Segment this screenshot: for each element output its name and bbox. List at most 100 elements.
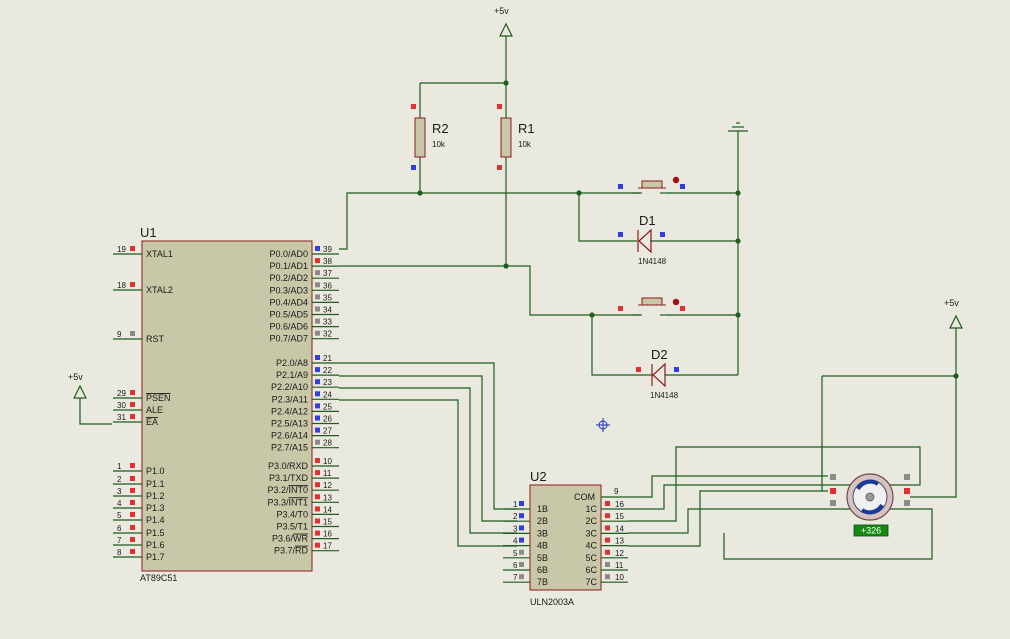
resistor-r1[interactable]: R1 10k — [497, 104, 535, 170]
pin-name: P3.6/WR — [272, 534, 309, 544]
u2-pin-2[interactable]: 2B2 — [503, 512, 548, 526]
u2-pin-6[interactable]: 6B6 — [503, 561, 548, 575]
u1-pin-3[interactable]: P1.23 — [113, 487, 165, 501]
pin-number: 30 — [117, 401, 126, 410]
u1-pin-2[interactable]: P1.12 — [113, 475, 165, 489]
pin-number: 32 — [323, 330, 332, 339]
diode-d2[interactable]: D2 1N4148 — [636, 347, 679, 400]
pin-name: 7B — [537, 577, 548, 587]
pin-number: 39 — [323, 245, 332, 254]
u1-pin-5[interactable]: P1.45 — [113, 511, 165, 525]
pin-number: 18 — [117, 281, 126, 290]
pin-number: 13 — [615, 537, 624, 546]
u2-pin-7[interactable]: 7B7 — [503, 573, 548, 587]
u1-pin-7[interactable]: P1.67 — [113, 536, 165, 550]
u2-pin-5[interactable]: 5B5 — [503, 549, 548, 563]
u1-pin-4[interactable]: P1.34 — [113, 499, 165, 513]
u2-pin-4[interactable]: 4B4 — [503, 537, 548, 551]
u1-pin-1[interactable]: P1.01 — [113, 462, 165, 476]
pin-marker — [315, 246, 320, 251]
pin-name: P0.1/AD1 — [269, 261, 308, 271]
resistor-ref: R2 — [432, 121, 449, 136]
u2-pin-3[interactable]: 3B3 — [503, 524, 548, 538]
pin-number: 12 — [615, 549, 624, 558]
u1-pin-8[interactable]: P1.78 — [113, 548, 165, 562]
pin-marker — [497, 104, 502, 109]
resistor-r2[interactable]: R2 10k — [411, 104, 449, 170]
push-button-cap-icon[interactable] — [641, 180, 663, 189]
push-button-2[interactable] — [618, 297, 685, 316]
pin-marker — [315, 270, 320, 276]
pin-marker — [315, 494, 320, 500]
diode-icon[interactable] — [652, 362, 666, 388]
chip-body[interactable] — [529, 484, 602, 591]
push-button-cap-icon[interactable] — [641, 297, 663, 306]
pin-name: P2.5/A13 — [271, 419, 308, 429]
pin-marker — [830, 474, 836, 480]
resistor-body[interactable] — [500, 117, 512, 158]
pin-name: 2C — [585, 516, 597, 526]
diode-icon[interactable] — [638, 228, 652, 254]
button-indicator-icon[interactable] — [672, 176, 680, 184]
pin-number: 10 — [615, 573, 624, 582]
pin-marker — [315, 542, 320, 548]
microcontroller-u1[interactable]: U1 AT89C51 XTAL119XTAL218RST9PSEN29ALE30… — [113, 225, 339, 583]
u2-pin-1[interactable]: 1B1 — [503, 500, 548, 514]
u1-pin-6[interactable]: P1.56 — [113, 524, 165, 538]
push-button-1[interactable] — [618, 176, 685, 194]
pin-name: 3C — [585, 528, 597, 538]
pin-marker — [618, 184, 623, 189]
pin-number: 31 — [117, 413, 126, 422]
resistor-body[interactable] — [414, 117, 426, 158]
pin-marker — [315, 355, 320, 360]
pin-number: 27 — [323, 427, 332, 436]
diode-d1[interactable]: D1 1N4148 — [618, 213, 667, 266]
stepper-motor[interactable]: +326 — [830, 473, 910, 537]
pin-name: 5B — [537, 553, 548, 563]
pin-name: P3.3/INT1 — [267, 497, 308, 507]
pin-name: COM — [574, 492, 595, 502]
pin-marker — [130, 414, 135, 419]
chip-body[interactable] — [141, 240, 313, 572]
button-indicator-icon[interactable] — [672, 298, 680, 306]
